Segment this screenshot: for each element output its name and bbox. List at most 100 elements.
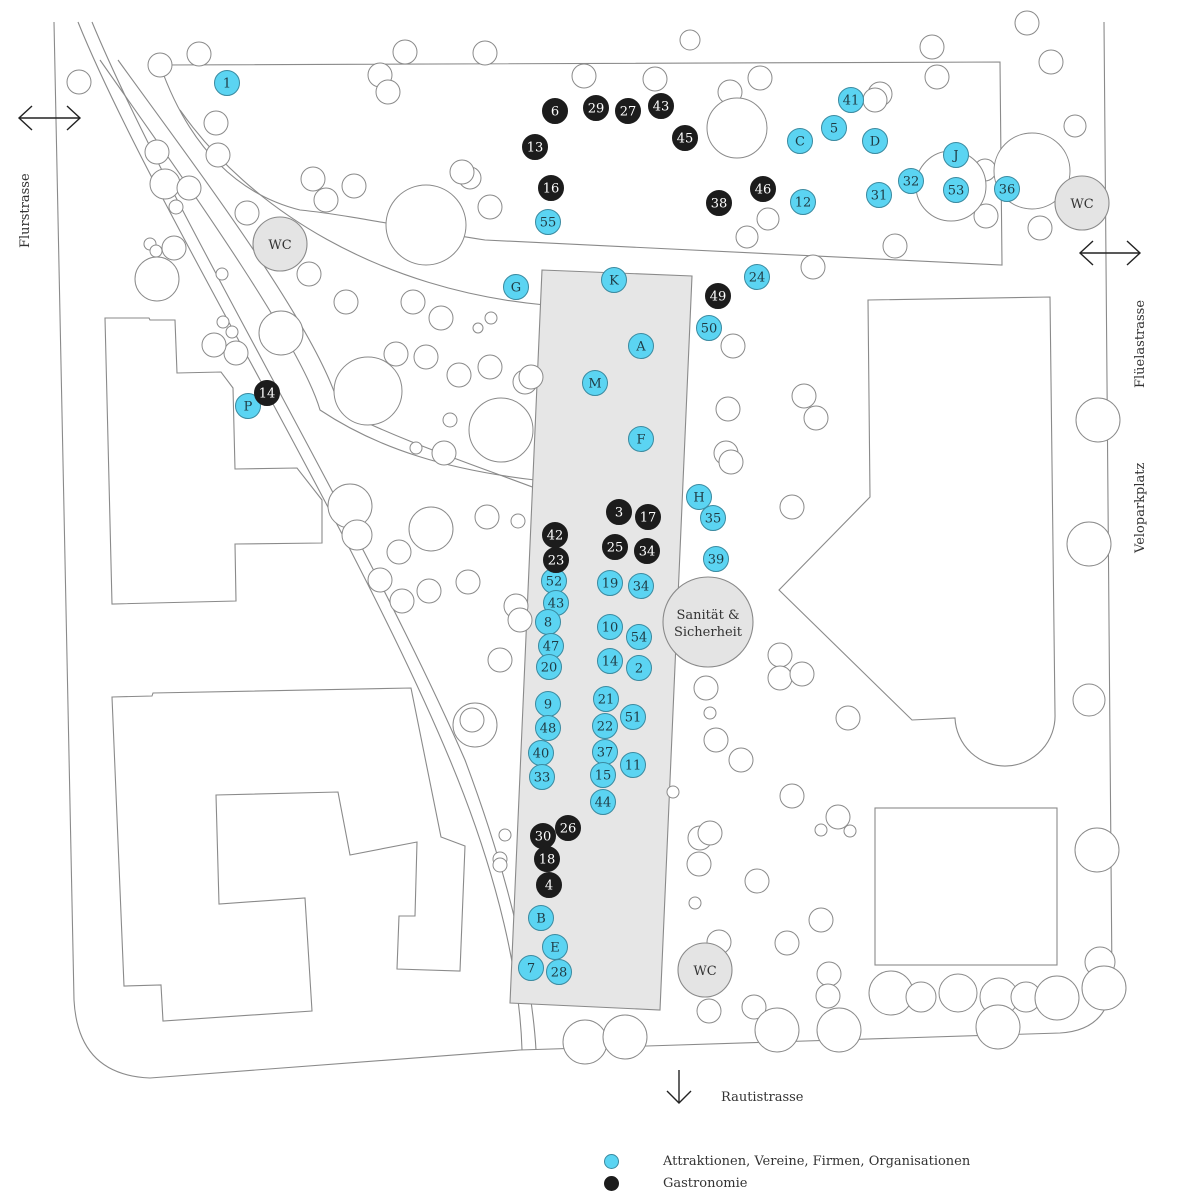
attraction-marker-50[interactable]: 50 (696, 315, 722, 341)
attraction-marker-40[interactable]: 40 (528, 740, 554, 766)
attraction-marker-12[interactable]: 12 (790, 189, 816, 215)
attraction-marker-15[interactable]: 15 (590, 762, 616, 788)
marker-label: H (693, 491, 704, 506)
attraction-marker-47[interactable]: 47 (538, 633, 564, 659)
gastronomy-marker-29[interactable]: 29 (583, 95, 609, 121)
attraction-marker-E[interactable]: E (542, 934, 568, 960)
facility-label-line2: Sicherheit (674, 625, 743, 640)
attraction-marker-9[interactable]: 9 (535, 691, 561, 717)
marker-label: 26 (560, 822, 577, 837)
attraction-marker-51[interactable]: 51 (620, 704, 646, 730)
gastronomy-marker-18[interactable]: 18 (534, 846, 560, 872)
attraction-marker-53[interactable]: 53 (943, 177, 969, 203)
tree (814, 823, 828, 837)
tree (1081, 965, 1127, 1011)
wc-south[interactable]: WC (677, 942, 733, 998)
attraction-marker-44[interactable]: 44 (590, 789, 616, 815)
marker-label: 24 (749, 271, 766, 286)
marker-label: 21 (598, 693, 615, 708)
attraction-marker-1[interactable]: 1 (214, 70, 240, 96)
attraction-marker-11[interactable]: 11 (620, 752, 646, 778)
legend-gastronomy: Gastronomie (604, 1176, 747, 1191)
gastronomy-marker-30[interactable]: 30 (530, 823, 556, 849)
attraction-marker-D[interactable]: D (862, 128, 888, 154)
attraction-marker-22[interactable]: 22 (592, 713, 618, 739)
marker-label: 47 (543, 640, 560, 655)
gastronomy-marker-6[interactable]: 6 (542, 98, 568, 124)
tree (147, 52, 173, 78)
gastronomy-marker-46[interactable]: 46 (750, 176, 776, 202)
marker-label: 3 (615, 506, 623, 521)
attraction-marker-G[interactable]: G (503, 274, 529, 300)
marker-label: 40 (533, 747, 550, 762)
attraction-marker-A[interactable]: A (628, 333, 654, 359)
gastronomy-marker-17[interactable]: 17 (635, 504, 661, 530)
tree (168, 199, 184, 215)
gastronomy-marker-13[interactable]: 13 (522, 134, 548, 160)
attraction-marker-32[interactable]: 32 (898, 168, 924, 194)
gastronomy-marker-45[interactable]: 45 (672, 125, 698, 151)
tree (66, 69, 92, 95)
attraction-marker-J[interactable]: J (943, 142, 969, 168)
first-aid-security-station[interactable]: Sanität &Sicherheit (662, 576, 754, 668)
attraction-marker-54[interactable]: 54 (626, 624, 652, 650)
tree (389, 588, 415, 614)
attraction-marker-5[interactable]: 5 (821, 115, 847, 141)
legend-attraction-swatch (604, 1154, 619, 1169)
marker-label: 15 (595, 769, 612, 784)
attraction-marker-55[interactable]: 55 (535, 209, 561, 235)
attraction-marker-31[interactable]: 31 (866, 182, 892, 208)
tree (215, 267, 229, 281)
attraction-marker-21[interactable]: 21 (593, 686, 619, 712)
attraction-marker-7[interactable]: 7 (518, 955, 544, 981)
wc-east[interactable]: WC (1054, 175, 1110, 231)
attraction-marker-19[interactable]: 19 (597, 570, 623, 596)
attraction-marker-48[interactable]: 48 (535, 715, 561, 741)
tree (1027, 215, 1053, 241)
attraction-marker-B[interactable]: B (528, 905, 554, 931)
gastronomy-marker-23[interactable]: 23 (543, 547, 569, 573)
attraction-marker-M[interactable]: M (582, 370, 608, 396)
tree (800, 254, 826, 280)
gastronomy-marker-25[interactable]: 25 (602, 534, 628, 560)
attraction-marker-2[interactable]: 2 (626, 655, 652, 681)
attraction-marker-36[interactable]: 36 (994, 176, 1020, 202)
tree (386, 539, 412, 565)
gastronomy-marker-38[interactable]: 38 (706, 190, 732, 216)
attraction-marker-H[interactable]: H (686, 484, 712, 510)
wc-west[interactable]: WC (252, 216, 308, 272)
gastronomy-marker-42[interactable]: 42 (542, 522, 568, 548)
gastronomy-marker-4[interactable]: 4 (536, 872, 562, 898)
attraction-marker-F[interactable]: F (628, 426, 654, 452)
attraction-marker-20[interactable]: 20 (536, 654, 562, 680)
attraction-marker-37[interactable]: 37 (592, 739, 618, 765)
attraction-marker-35[interactable]: 35 (700, 505, 726, 531)
attraction-marker-8[interactable]: 8 (535, 609, 561, 635)
gastronomy-marker-16[interactable]: 16 (538, 175, 564, 201)
attraction-marker-34[interactable]: 34 (628, 573, 654, 599)
attraction-marker-C[interactable]: C (787, 128, 813, 154)
attraction-marker-14[interactable]: 14 (597, 648, 623, 674)
attraction-marker-39[interactable]: 39 (703, 546, 729, 572)
tree (341, 173, 367, 199)
attraction-marker-33[interactable]: 33 (529, 764, 555, 790)
gastronomy-marker-27[interactable]: 27 (615, 98, 641, 124)
attraction-marker-41[interactable]: 41 (838, 87, 864, 113)
gastronomy-marker-34[interactable]: 34 (634, 538, 660, 564)
gastronomy-marker-14[interactable]: 14 (254, 380, 280, 406)
marker-label: 35 (705, 512, 722, 527)
tree (791, 383, 817, 409)
legend-attraction-label: Attraktionen, Vereine, Firmen, Organisat… (663, 1154, 971, 1169)
attraction-marker-P[interactable]: P (235, 393, 261, 419)
gastronomy-marker-43[interactable]: 43 (648, 93, 674, 119)
attraction-marker-52[interactable]: 52 (541, 568, 567, 594)
tree (756, 207, 780, 231)
marker-label: 55 (540, 216, 557, 231)
gastronomy-marker-3[interactable]: 3 (606, 499, 632, 525)
attraction-marker-28[interactable]: 28 (546, 959, 572, 985)
gastronomy-marker-49[interactable]: 49 (705, 283, 731, 309)
attraction-marker-K[interactable]: K (601, 267, 627, 293)
attraction-marker-10[interactable]: 10 (597, 614, 623, 640)
gastronomy-marker-26[interactable]: 26 (555, 815, 581, 841)
attraction-marker-24[interactable]: 24 (744, 264, 770, 290)
